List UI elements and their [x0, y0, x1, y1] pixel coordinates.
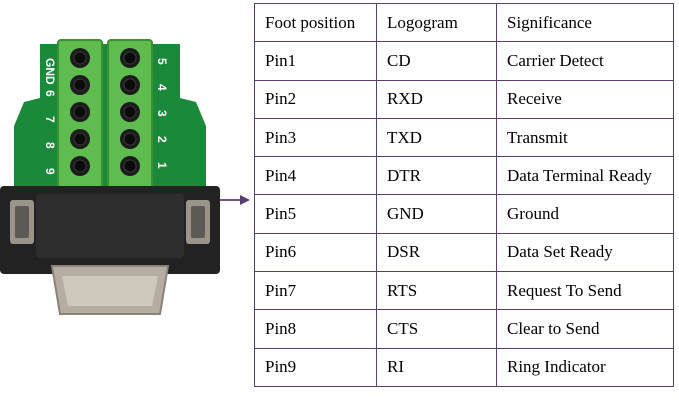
pinout-table: Foot position Logogram Significance Pin1…	[254, 2, 674, 387]
logogram-cell: DSR	[376, 232, 497, 273]
logogram-cell: GND	[376, 194, 497, 234]
foot-position-cell: Pin7	[254, 271, 377, 311]
logogram-cell: CTS	[376, 309, 497, 349]
db9-terminal-connector-image: GND 6 7 8 9 5 4 3 2 1	[0, 39, 220, 315]
logogram-cell: RTS	[376, 271, 497, 311]
pin-label-9: 9	[43, 168, 57, 175]
significance-cell: Receive	[496, 79, 674, 119]
pin-label-8: 8	[43, 142, 57, 149]
pin-label-5: 5	[155, 58, 169, 65]
pin-label-gnd: GND	[43, 58, 57, 85]
pin-label-6: 6	[43, 90, 57, 97]
significance-cell: Data Terminal Ready	[496, 156, 674, 196]
significance-cell: Ring Indicator	[496, 347, 674, 387]
right-arrow-icon	[220, 195, 250, 205]
significance-cell: Transmit	[496, 117, 674, 158]
header-foot-position: Foot position	[254, 2, 377, 43]
pin-label-4: 4	[155, 84, 169, 91]
foot-position-cell: Pin5	[254, 194, 377, 234]
logogram-cell: RXD	[376, 79, 497, 119]
foot-position-cell: Pin1	[254, 41, 377, 81]
pin-label-3: 3	[155, 110, 169, 117]
header-significance: Significance	[496, 2, 674, 43]
foot-position-cell: Pin9	[254, 347, 377, 387]
foot-position-cell: Pin6	[254, 232, 377, 273]
significance-cell: Carrier Detect	[496, 41, 674, 81]
foot-position-cell: Pin8	[254, 309, 377, 349]
header-logogram: Logogram	[376, 2, 497, 43]
logogram-cell: RI	[376, 347, 497, 387]
significance-cell: Request To Send	[496, 271, 674, 311]
significance-cell: Data Set Ready	[496, 232, 674, 273]
logogram-cell: TXD	[376, 117, 497, 158]
table-header-row: Foot position Logogram Significance	[254, 2, 674, 43]
logogram-cell: CD	[376, 41, 497, 81]
foot-position-cell: Pin4	[254, 156, 377, 196]
significance-cell: Clear to Send	[496, 309, 674, 349]
logogram-cell: DTR	[376, 156, 497, 196]
foot-position-cell: Pin2	[254, 79, 377, 119]
pin-label-1: 1	[155, 162, 169, 169]
significance-cell: Ground	[496, 194, 674, 234]
pin-label-2: 2	[155, 136, 169, 143]
foot-position-cell: Pin3	[254, 117, 377, 158]
pin-label-7: 7	[43, 116, 57, 123]
